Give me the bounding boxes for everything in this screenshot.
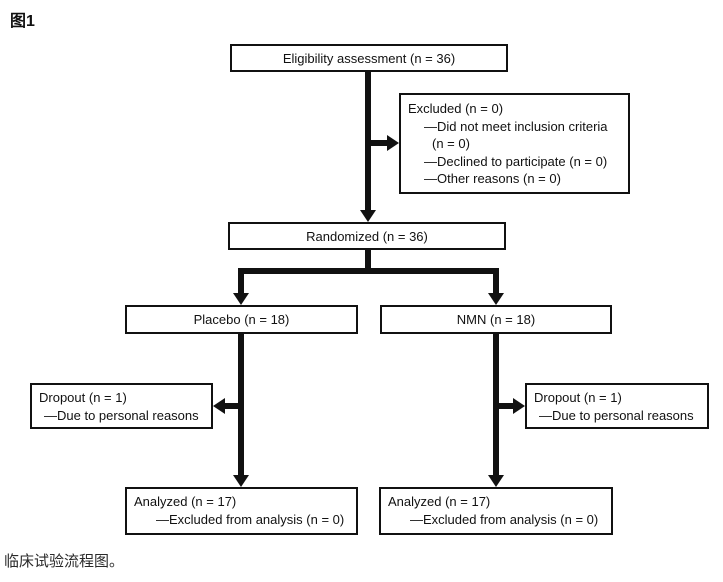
- arrowhead-down-placebo-icon: [233, 293, 249, 305]
- excluded-item-continuation: (n = 0): [432, 136, 470, 151]
- placebo-label: Placebo (n = 18): [193, 312, 290, 327]
- dropout-left-box: Dropout (n = 1) —Due to personal reasons: [30, 383, 213, 429]
- eligibility-box: Eligibility assessment (n = 36): [230, 44, 508, 72]
- randomized-box: Randomized (n = 36): [228, 222, 506, 250]
- figure-caption: 临床试验流程图。: [4, 553, 125, 570]
- arrowhead-right-dropout-icon: [513, 398, 525, 414]
- excluded-item: —Declined to participate (n = 0): [424, 153, 608, 169]
- connector-to-excluded: [368, 140, 388, 146]
- arrowhead-right-excluded-icon: [387, 135, 399, 151]
- connector-to-dropout-left: [224, 403, 241, 409]
- nmn-box: NMN (n = 18): [380, 305, 612, 334]
- arrowhead-down-randomized-icon: [360, 210, 376, 222]
- arrowhead-left-dropout-icon: [213, 398, 225, 414]
- dropout-right-box: Dropout (n = 1) —Due to personal reasons: [525, 383, 709, 429]
- eligibility-label: Eligibility assessment (n = 36): [282, 50, 456, 66]
- connector-nmn-analyzed: [493, 333, 499, 475]
- analyzed-left-title: Analyzed (n = 17): [134, 494, 237, 509]
- connector-to-dropout-right: [497, 403, 514, 409]
- connector-branch-horizontal: [238, 268, 499, 274]
- placebo-box: Placebo (n = 18): [125, 305, 358, 334]
- nmn-label: NMN (n = 18): [456, 312, 536, 327]
- figure-label: 图1: [10, 13, 35, 30]
- analyzed-right-box: Analyzed (n = 17) —Excluded from analysi…: [379, 487, 613, 535]
- excluded-item: —Did not meet inclusion criteria: [424, 118, 608, 134]
- dropout-right-item: —Due to personal reasons: [539, 408, 694, 423]
- dropout-left-item: —Due to personal reasons: [44, 408, 199, 423]
- analyzed-left-box: Analyzed (n = 17) —Excluded from analysi…: [125, 487, 358, 535]
- connector-branch-right: [493, 274, 499, 294]
- dropout-right-title: Dropout (n = 1): [534, 390, 622, 405]
- randomized-label: Randomized (n = 36): [306, 228, 428, 244]
- excluded-box: Excluded (n = 0) —Did not meet inclusion…: [399, 93, 630, 194]
- analyzed-right-item: —Excluded from analysis (n = 0): [410, 512, 599, 527]
- arrowhead-down-analyzed-right-icon: [488, 475, 504, 487]
- connector-branch-left: [238, 274, 244, 294]
- dropout-left-title: Dropout (n = 1): [39, 390, 127, 405]
- connector-placebo-analyzed: [238, 333, 244, 475]
- connector-randomized-stub: [365, 249, 371, 269]
- analyzed-left-item: —Excluded from analysis (n = 0): [156, 512, 345, 527]
- excluded-item: —Other reasons (n = 0): [424, 171, 561, 186]
- excluded-title: Excluded (n = 0): [408, 101, 504, 116]
- arrowhead-down-analyzed-left-icon: [233, 475, 249, 487]
- arrowhead-down-nmn-icon: [488, 293, 504, 305]
- analyzed-right-title: Analyzed (n = 17): [388, 494, 491, 509]
